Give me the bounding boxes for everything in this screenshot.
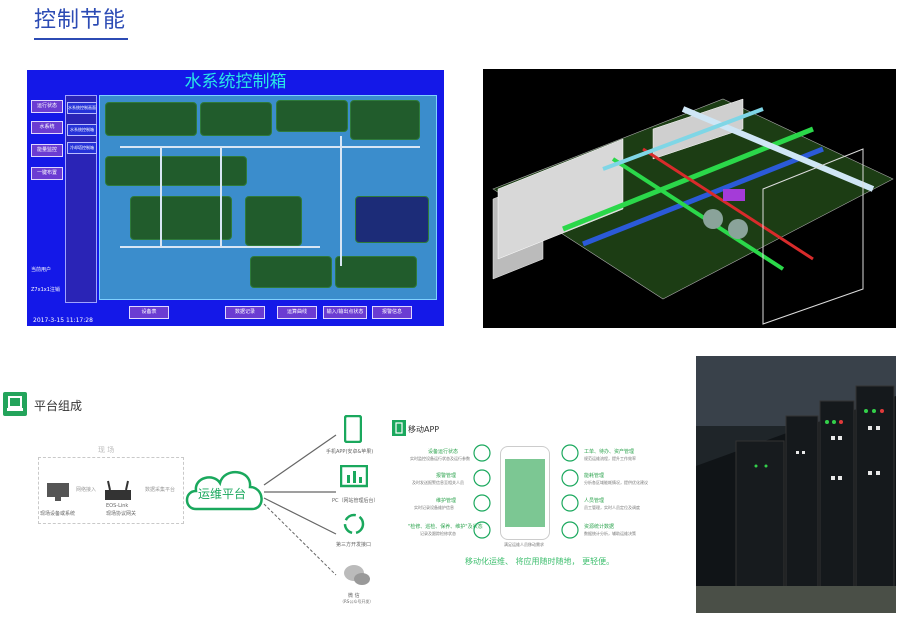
device-label: 现场设备或系统 — [40, 511, 76, 517]
feature-title-left-1: 设备运行状态 — [428, 449, 459, 455]
pump-group-1 — [105, 102, 197, 136]
scada-bottom-button-alarms[interactable]: 报警信息 — [372, 306, 412, 319]
phone-caption: 满足运维人员移动需求 — [504, 542, 544, 547]
gateway-icon — [105, 480, 131, 500]
cabinet-drawing — [696, 356, 896, 613]
cloud-label: 运维平台 — [198, 487, 247, 501]
scada-side-button-water[interactable]: 水系统 — [31, 121, 63, 134]
scada-bottom-button-devices[interactable]: 设备表 — [129, 306, 169, 319]
scada-nav-button-screen[interactable]: 水系统控制画面 — [67, 102, 97, 114]
scada-side-button-energy[interactable]: 能量监控 — [31, 144, 63, 157]
phone-mockup — [500, 446, 550, 540]
connector-arrows — [263, 434, 337, 576]
feature-title-right-2: 能耗管理 — [584, 473, 605, 479]
left-feature-icons — [473, 444, 491, 539]
scada-nav-button-cooling[interactable]: 冷却塔控制箱 — [67, 142, 97, 154]
pipe — [220, 146, 222, 246]
pump-group-2 — [200, 102, 272, 136]
3d-plant-render — [483, 69, 896, 328]
feature-desc-left-4: 记录及跟踪检修状态 — [420, 531, 456, 536]
pump-group-4 — [130, 196, 232, 240]
arrow-label-left: 网络接入 — [76, 487, 97, 493]
scada-side-button-status[interactable]: 运行状态 — [31, 100, 63, 113]
app-caption: 移动化运维、 将应用随时随地， 更轻便。 — [465, 557, 615, 566]
right-item-label-api: 第三方开发接口 — [336, 542, 372, 548]
right-feature-icons — [561, 444, 579, 539]
pipe — [340, 136, 342, 266]
feature-title-right-3: 人员管理 — [584, 498, 605, 504]
right-item-label-phone: 手机APP(安卓&苹果) — [326, 449, 374, 455]
gateway-sub: 现场协议网关 — [106, 511, 137, 517]
wechat-icon — [344, 565, 370, 585]
feature-title-left-3: 维护管理 — [436, 498, 457, 504]
scada-logout-link[interactable]: Z7x1x1注销 — [31, 287, 60, 293]
pump-group-3 — [105, 156, 247, 186]
page-title: 控制节能 — [34, 8, 127, 33]
feature-desc-left-1: 实时监控设备运行状态及运行参数 — [410, 456, 470, 461]
scada-nav-button-water-box[interactable]: 水系统控制箱 — [67, 124, 97, 136]
scada-bottom-button-records[interactable]: 数据记录 — [225, 306, 265, 319]
scada-user-label: 当前用户 — [31, 267, 52, 273]
feature-title-left-2: 报警管理 — [436, 473, 457, 479]
platform-section-title: 平台组成 — [34, 399, 83, 413]
field-group-box — [38, 457, 184, 524]
feature-desc-right-3: 员工管理，实时人员定位及调度 — [584, 505, 640, 510]
scada-panel: 水系统控制箱 运行状态 水系统 能量监控 一键布置 水系统控制画面 水系统控制箱… — [27, 70, 444, 326]
valve-group-1 — [250, 256, 332, 288]
feature-title-right-1: 工单、待办、资产管理 — [584, 449, 635, 455]
control-cabinet-photo — [696, 356, 896, 613]
scada-side-button-deploy[interactable]: 一键布置 — [31, 167, 63, 180]
scada-diagram — [99, 95, 437, 300]
feature-title-left-4: "检修、巡检、保养、维护"及状态 — [408, 524, 483, 530]
chiller-group — [276, 100, 348, 132]
pipe — [120, 246, 320, 248]
feature-title-right-4: 资源统计数据 — [584, 524, 615, 530]
api-cycle-icon — [343, 513, 365, 535]
platform-icon — [3, 392, 27, 416]
cloud-icon — [185, 471, 263, 511]
phone-icon — [344, 415, 362, 443]
scada-timestamp: 2017-3-15 11:17:28 — [33, 317, 93, 324]
monitor-icon — [47, 483, 69, 501]
scada-title: 水系统控制箱 — [184, 72, 287, 92]
feature-desc-right-1: 规范运维流程，提升工作效率 — [584, 456, 636, 461]
title-underline — [34, 38, 128, 40]
scada-bottom-button-io[interactable]: 输入/输出点状态 — [323, 306, 367, 319]
tower-group — [350, 100, 420, 140]
phone-screen — [505, 459, 545, 527]
sensor-group — [245, 196, 302, 246]
status-panel — [355, 196, 429, 243]
feature-desc-left-3: 实时记录设备维护信息 — [414, 505, 454, 510]
field-group-title: 现 场 — [94, 445, 119, 455]
3d-plant-drawing — [492, 98, 894, 325]
pipe — [120, 146, 420, 148]
valve-group-2 — [335, 256, 417, 288]
feature-desc-right-2: 分析各区域能耗情况，提供优化建议 — [584, 480, 648, 485]
feature-desc-left-2: 及时发送报警信息至相关人员 — [412, 480, 464, 485]
gateway-name: EOS-Link — [106, 503, 129, 509]
pc-chart-icon — [340, 465, 368, 488]
right-item-label-pc: PC（网站管理后台） — [332, 498, 379, 504]
app-title: 移动APP — [408, 425, 440, 434]
right-item-sub-wechat: （RS公众号开发） — [340, 599, 374, 604]
arrow-label-right: 数据采集平台 — [145, 487, 176, 493]
right-item-label-wechat: 微 信 — [348, 593, 360, 599]
app-badge-icon — [392, 420, 406, 436]
pipe — [160, 146, 162, 246]
scada-bottom-button-curves[interactable]: 运算曲线 — [277, 306, 317, 319]
feature-desc-right-4: 数据统计分析，辅助运维决策 — [584, 531, 636, 536]
